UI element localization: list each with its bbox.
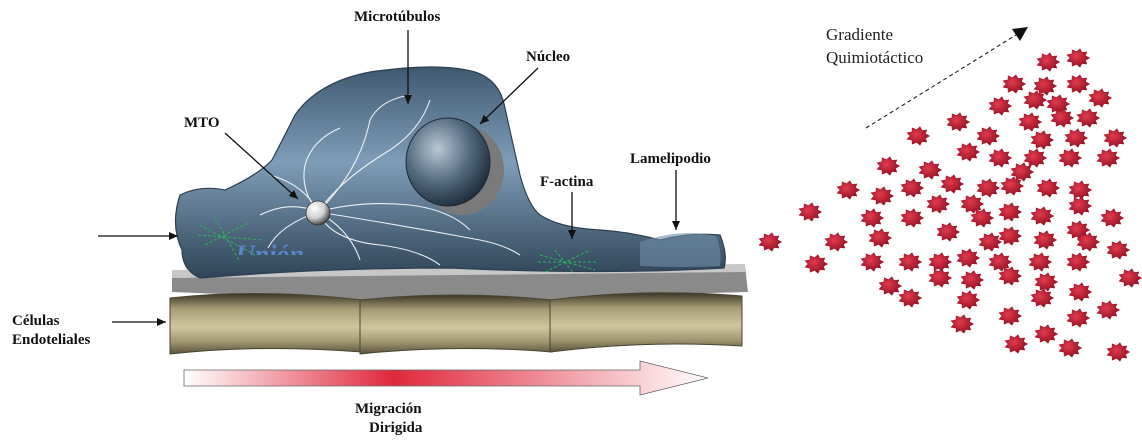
chemokine-particle <box>1069 197 1091 215</box>
chemokine-particle <box>825 233 847 251</box>
chemokine-particle <box>1067 49 1089 67</box>
chemokine-particle <box>861 209 883 227</box>
chemokine-particle <box>1104 129 1126 147</box>
endothelial-cell <box>360 295 552 354</box>
chemokine-particle <box>1119 269 1141 287</box>
label-endoteliales: Endoteliales <box>12 332 90 349</box>
chemokine-particle <box>1037 179 1059 197</box>
label-microtubulos: Microtúbulos <box>354 9 440 26</box>
chemokine-particle <box>877 157 899 175</box>
label-union: Unión <box>236 240 316 255</box>
chemokine-particle <box>879 277 901 295</box>
chemokine-particle <box>901 209 923 227</box>
chemokine-particle <box>837 181 859 199</box>
chemokine-particle <box>1024 91 1046 109</box>
chemokine-particle <box>1067 253 1089 271</box>
chemokine-particle <box>957 143 979 161</box>
chemokine-particle <box>999 203 1021 221</box>
chemokine-particle <box>929 253 951 271</box>
label-nucleo: Núcleo <box>526 49 570 66</box>
chemokine-particle <box>1034 231 1056 249</box>
chemokine-particle <box>989 97 1011 115</box>
chemokine-particle <box>1019 113 1041 131</box>
chemokine-particle <box>1101 209 1123 227</box>
chemokine-particle <box>919 161 941 179</box>
chemokine-particle <box>929 269 951 287</box>
chemokine-particle <box>1077 109 1099 127</box>
chemokine-particle <box>869 229 891 247</box>
chemokine-particle <box>941 175 963 193</box>
label-dirigida: Dirigida <box>369 420 422 437</box>
chemokine-particle <box>1089 89 1111 107</box>
nucleus <box>406 118 490 206</box>
chemokine-particle <box>951 315 973 333</box>
endothelial-cells <box>170 293 742 354</box>
chemokine-particle <box>1065 129 1087 147</box>
chemokine-particle <box>1067 75 1089 93</box>
chemokine-particle <box>1097 301 1119 319</box>
chemokine-particle <box>907 127 929 145</box>
chemokine-particle <box>799 203 821 221</box>
chemokine-particle <box>1031 207 1053 225</box>
label-mto: MTO <box>184 115 220 132</box>
chemokine-particle <box>979 233 1001 251</box>
label-celulas: Células <box>12 313 60 330</box>
chemokine-particle <box>989 149 1011 167</box>
chemokine-particle <box>899 253 921 271</box>
chemokine-particle <box>961 195 983 213</box>
chemokine-particle <box>1051 109 1073 127</box>
chemokine-particle <box>1031 131 1053 149</box>
chemokine-particle <box>1107 343 1129 361</box>
chemokine-particle <box>1037 53 1059 71</box>
chemokine-particle <box>805 255 827 273</box>
chemokine-particle <box>999 307 1021 325</box>
chemokine-particle <box>1069 181 1091 199</box>
chemokine-particle <box>1005 335 1027 353</box>
chemokine-particle <box>871 187 893 205</box>
chemokine-particle <box>961 271 983 289</box>
chemokine-particle <box>1069 283 1091 301</box>
chemokine-particle <box>1029 253 1051 271</box>
mto-organelle <box>306 201 330 225</box>
chemokine-particle <box>1031 289 1053 307</box>
chemokine-particle <box>1059 339 1081 357</box>
chemokine-particle <box>1097 149 1119 167</box>
chemokine-particle <box>1003 75 1025 93</box>
chemokine-cloud <box>759 49 1141 361</box>
chemokine-particle <box>1035 273 1057 291</box>
label-f-actina: F-actina <box>540 174 593 191</box>
migration-arrow <box>184 361 708 395</box>
gradient-direction-arrowhead <box>1012 27 1028 41</box>
chemokine-particle <box>977 127 999 145</box>
endothelial-cell <box>170 293 362 354</box>
chemokine-particle <box>861 253 883 271</box>
endothelial-cell <box>550 293 742 352</box>
label-gradiente: Gradiente <box>826 24 893 46</box>
chemokine-particle <box>937 223 959 241</box>
chemokine-particle <box>947 113 969 131</box>
chemokine-particle <box>1067 309 1089 327</box>
chemokine-particle <box>977 179 999 197</box>
chemokine-particle <box>1107 241 1129 259</box>
label-lamelipodio: Lamelipodio <box>630 151 711 168</box>
chemokine-particle <box>989 253 1011 271</box>
chemokine-particle <box>901 179 923 197</box>
chemokine-particle <box>1024 149 1046 167</box>
chemokine-particle <box>1001 177 1023 195</box>
chemokine-particle <box>759 233 781 251</box>
label-quimiotactico: Quimiotáctico <box>826 47 923 69</box>
label-migracion: Migración <box>355 401 422 418</box>
chemokine-particle <box>927 195 949 213</box>
chemokine-particle <box>1059 149 1081 167</box>
chemokine-particle <box>999 227 1021 245</box>
chemokine-particle <box>1035 325 1057 343</box>
chemokine-particle <box>899 289 921 307</box>
chemokine-particle <box>957 291 979 309</box>
chemokine-particle <box>957 249 979 267</box>
